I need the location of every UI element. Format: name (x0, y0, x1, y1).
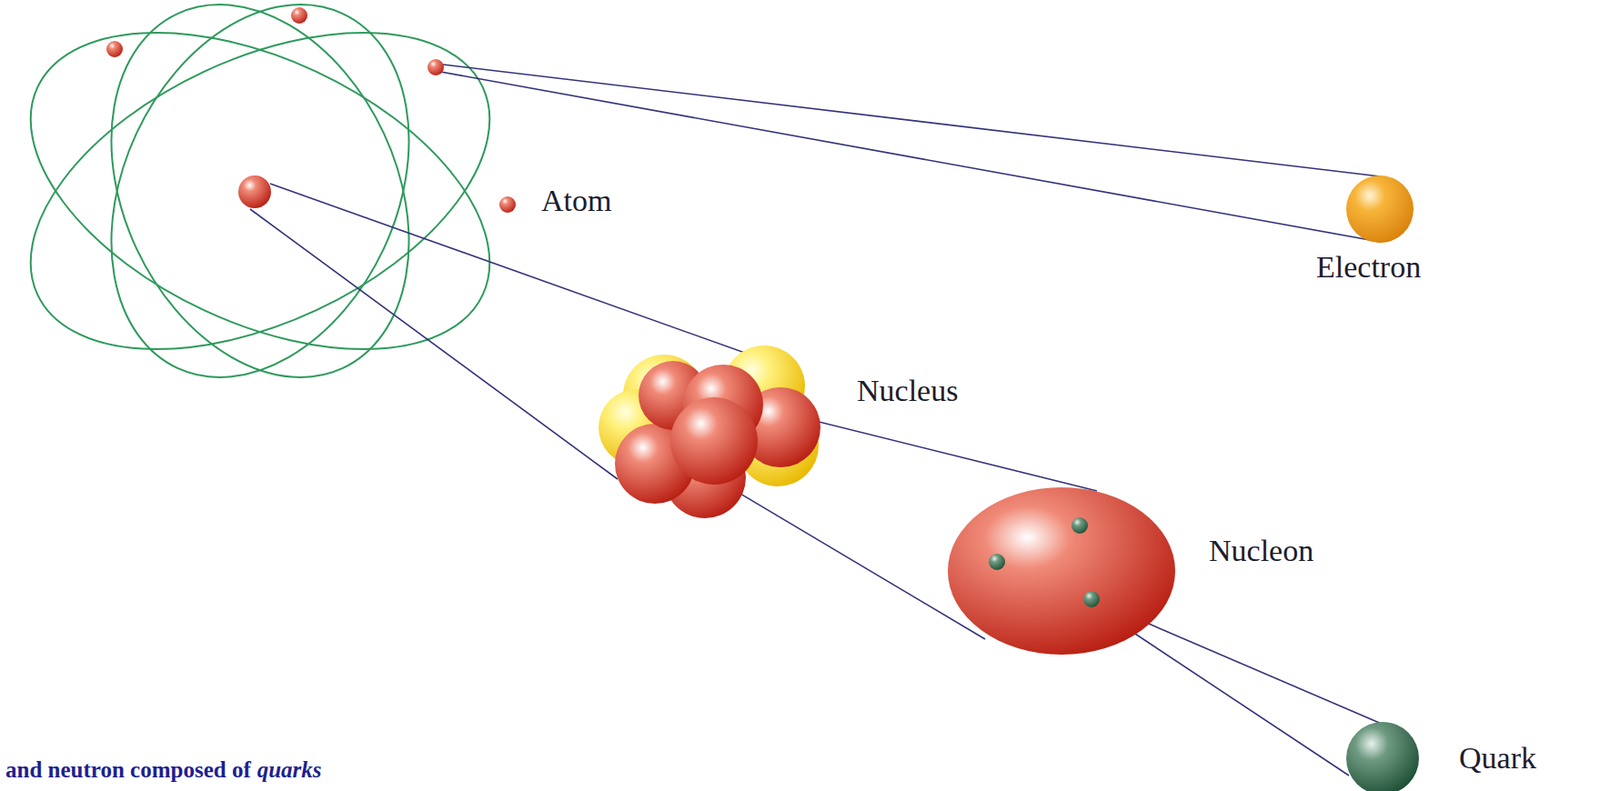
atom-electrons (106, 7, 516, 213)
nucleon-quarks (988, 517, 1100, 608)
part-label: Electron (1316, 249, 1421, 285)
nucleus-cluster (598, 345, 821, 519)
caption-note-italic: quarks (257, 757, 323, 785)
part-label: Atom (541, 182, 612, 219)
part-label: Nucleus (856, 372, 958, 409)
atom-nucleus (238, 175, 272, 209)
caption-note: and neutron composed of (5, 757, 252, 785)
zoom-lines (250, 63, 1390, 776)
part-label: Quark (1459, 740, 1537, 776)
part-label: Nucleon (1208, 533, 1314, 569)
electron-sphere (1346, 175, 1414, 243)
nucleon-sphere (947, 487, 1176, 655)
quark-sphere (1346, 722, 1419, 791)
